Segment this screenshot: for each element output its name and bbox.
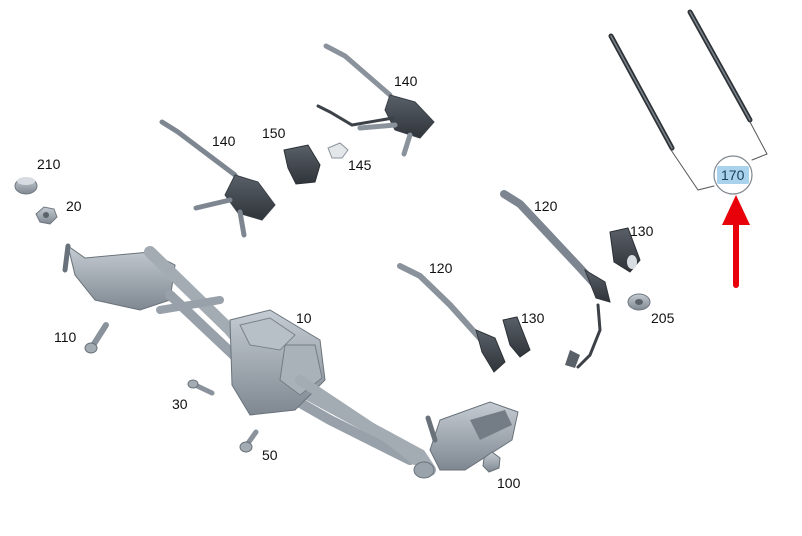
label-110: 110 <box>54 329 77 345</box>
part-130-cap-right[interactable] <box>609 227 641 273</box>
part-170-highlight <box>717 166 749 184</box>
label-210: 210 <box>37 156 61 172</box>
label-120-right: 120 <box>534 198 558 214</box>
part-170-callout[interactable] <box>713 155 753 195</box>
label-140-left: 140 <box>212 133 236 149</box>
part-100-bushing[interactable] <box>482 451 501 473</box>
label-140-top: 140 <box>394 73 418 89</box>
label-130-mid: 130 <box>521 310 545 326</box>
part-210-cap[interactable] <box>14 177 38 195</box>
label-100: 100 <box>497 475 521 491</box>
red-arrow-icon <box>722 195 750 288</box>
label-170-highlighted[interactable]: 170 <box>721 167 745 183</box>
label-50: 50 <box>262 447 278 463</box>
label-10: 10 <box>296 310 312 326</box>
part-110-bolt[interactable] <box>84 322 109 354</box>
label-150: 150 <box>262 125 286 141</box>
part-120-wiper-arm-mid[interactable] <box>397 263 506 373</box>
label-145: 145 <box>348 157 372 173</box>
label-130-right: 130 <box>630 223 654 239</box>
part-145-clip[interactable] <box>327 142 349 159</box>
part-20-nut[interactable] <box>35 206 58 225</box>
part-50-bolt[interactable] <box>239 429 259 453</box>
part-140-wiper-arm-top[interactable] <box>316 43 435 157</box>
label-20: 20 <box>66 198 82 214</box>
part-10-wiper-linkage[interactable] <box>62 243 519 479</box>
part-150-cover[interactable] <box>283 144 321 185</box>
label-30: 30 <box>172 396 188 412</box>
part-130-cap-mid[interactable] <box>502 316 531 358</box>
label-205: 205 <box>651 310 675 326</box>
part-140-wiper-arm-left[interactable] <box>159 119 276 238</box>
part-120-wiper-arm-right[interactable] <box>500 190 611 369</box>
part-30-bolt[interactable] <box>187 379 215 396</box>
label-120-mid: 120 <box>429 260 453 276</box>
part-205-washer[interactable] <box>627 293 651 311</box>
part-170-wiper-blades[interactable] <box>608 9 768 191</box>
